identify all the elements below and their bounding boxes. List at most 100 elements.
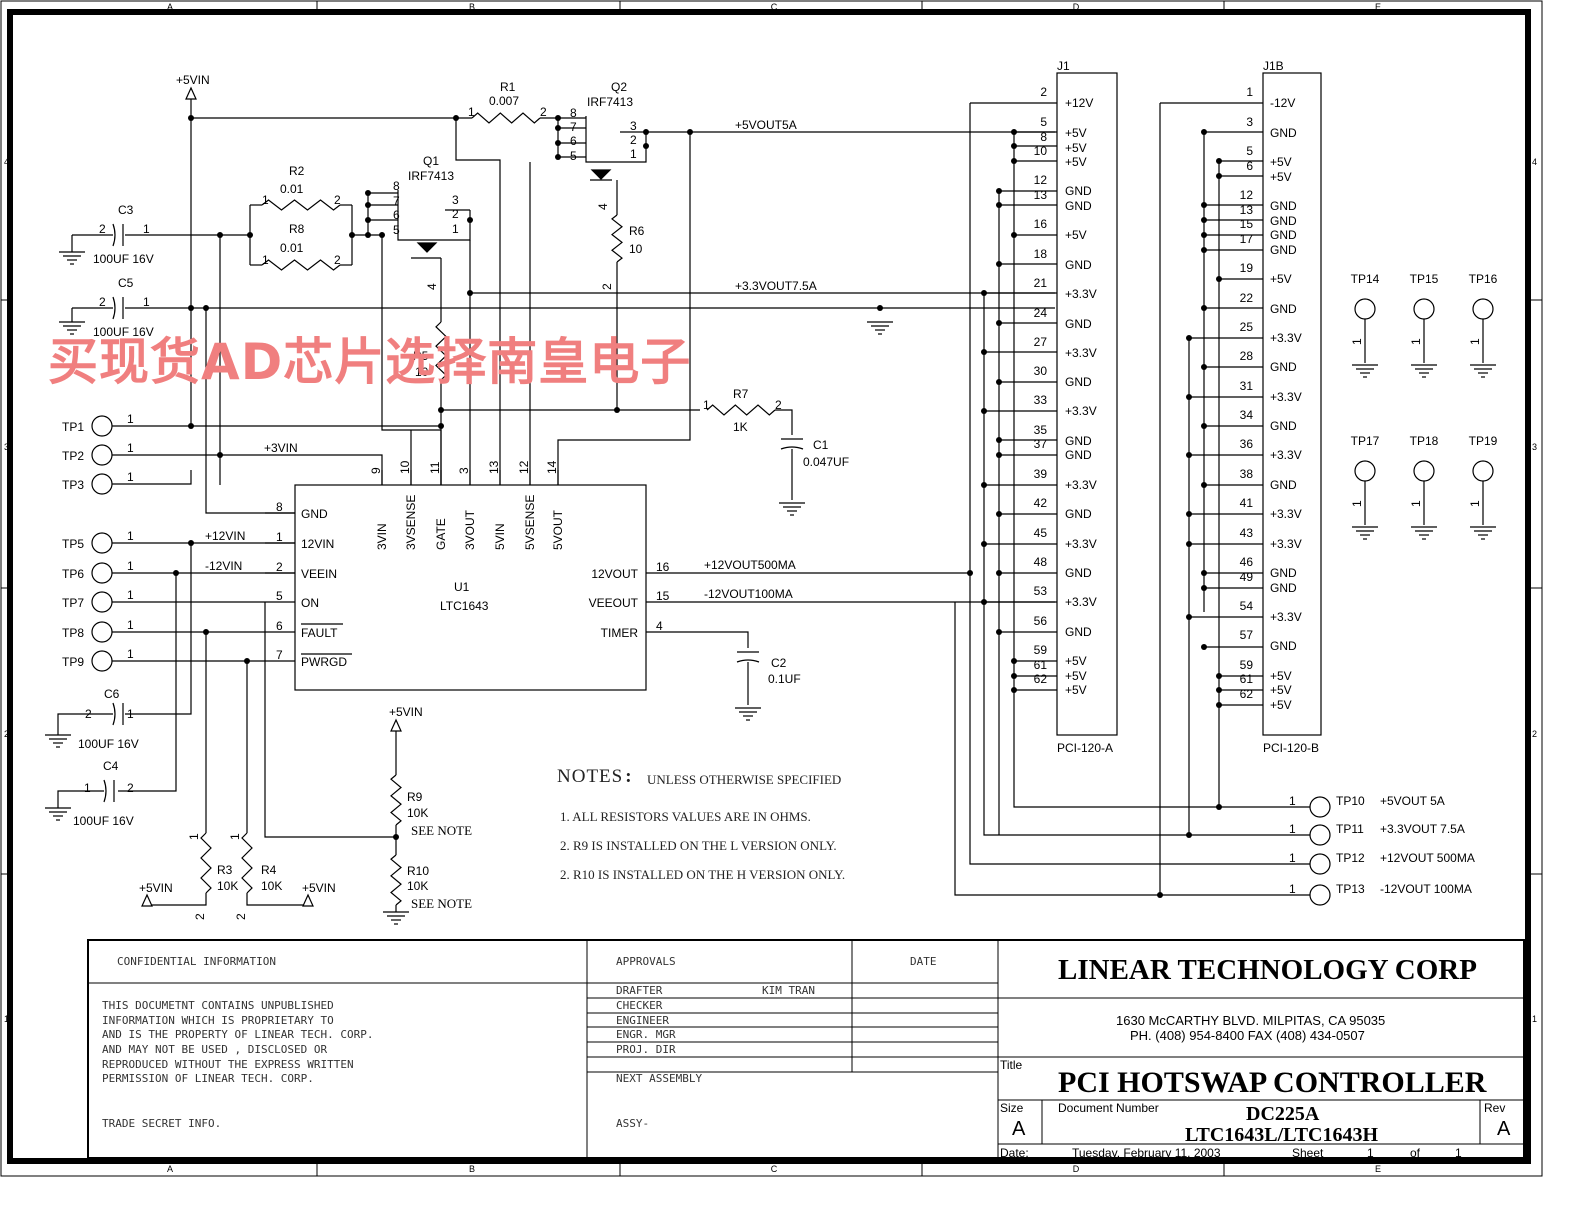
+5v-rail-j1 xyxy=(1013,132,1310,808)
pin-num: 1 xyxy=(1350,338,1364,345)
R1-ref: R1 xyxy=(500,80,516,94)
confidential-label: CONFIDENTIAL INFORMATION xyxy=(117,955,276,968)
R7-resistor xyxy=(706,404,776,416)
junction-dot xyxy=(1186,614,1192,620)
C3-val: 100UF 16V xyxy=(93,252,154,266)
pin-num: 8 xyxy=(1040,130,1047,144)
pin-num: 1 xyxy=(1350,500,1364,507)
pin-num: 2 xyxy=(775,398,782,412)
pin-num: 1 xyxy=(1289,882,1296,896)
date-label: DATE xyxy=(910,955,937,968)
testpoint-tp5 xyxy=(91,532,113,554)
U1-pin-name: VEEIN xyxy=(301,567,337,581)
pin-num: 3 xyxy=(452,193,459,207)
vin5-arrow-r4 xyxy=(302,893,314,907)
net-vin5: +5VIN xyxy=(389,705,423,719)
pin-num: 1 xyxy=(262,253,269,267)
J1B-pin-label: +5V xyxy=(1270,155,1292,169)
R3-ref: R3 xyxy=(217,863,233,877)
tp-label: TP8 xyxy=(62,626,84,640)
junction-dot xyxy=(996,511,1002,517)
C4-ref: C4 xyxy=(103,759,119,773)
conf-line-6: PERMISSION OF LINEAR TECH. CORP. xyxy=(102,1072,314,1085)
tp-label: TP5 xyxy=(62,537,84,551)
R8-resistor xyxy=(261,259,341,271)
drawing-title: PCI HOTSWAP CONTROLLER xyxy=(1058,1066,1487,1099)
pin-num: 8 xyxy=(570,106,577,120)
pin-num: 43 xyxy=(1240,526,1254,540)
J1-pin-label: GND xyxy=(1065,317,1092,331)
pin-num: 18 xyxy=(1034,247,1048,261)
pin-num: 27 xyxy=(1034,335,1048,349)
J1B-pin-label: +5V xyxy=(1270,698,1292,712)
J1B-pin-label: GND xyxy=(1270,639,1297,653)
C2-val: 0.1UF xyxy=(768,672,801,686)
junction-dot xyxy=(1216,673,1222,679)
company-phone: PH. (408) 954-8400 FAX (408) 434-0507 xyxy=(1130,1028,1365,1043)
col-letter: B xyxy=(469,1164,475,1174)
net-vin12n: -12VIN xyxy=(205,559,242,573)
pin-num: 48 xyxy=(1034,555,1048,569)
junction-dot xyxy=(1201,232,1207,238)
pin-num: 4 xyxy=(596,203,610,210)
inner-border xyxy=(7,9,1531,1164)
J1B-pin-label: +5V xyxy=(1270,683,1292,697)
tp-label: TP1 xyxy=(62,420,84,434)
testpoint-tp12 xyxy=(1309,853,1331,875)
pin-num: 2 xyxy=(127,781,134,795)
junction-dot xyxy=(614,407,620,413)
pin-num: 15 xyxy=(656,589,670,603)
row-number: 4 xyxy=(1532,157,1537,167)
pin-num: 12 xyxy=(517,460,531,474)
junction-dot xyxy=(1157,892,1163,898)
pin-num: 1 xyxy=(127,647,134,661)
sheets-value: 1 xyxy=(1455,1146,1462,1160)
C3-cap xyxy=(112,223,116,247)
J1B-pin-label: GND xyxy=(1270,228,1297,242)
junction-dot xyxy=(1216,276,1222,282)
net-vin5: +5VIN xyxy=(176,73,210,87)
C5-ref: C5 xyxy=(118,276,134,290)
pin-num: 6 xyxy=(570,134,577,148)
U1-pin-name: 12VOUT xyxy=(591,567,638,581)
junction-dot xyxy=(1216,804,1222,810)
pin-num: 1 xyxy=(127,559,134,573)
pin-num: 1 xyxy=(127,441,134,455)
junction-dot xyxy=(244,658,250,664)
R9-resistor xyxy=(390,774,402,826)
pin-num: 22 xyxy=(1240,291,1254,305)
approvals-label: APPROVALS xyxy=(616,955,676,968)
pin-num: 15 xyxy=(1240,217,1254,231)
tp-net-label: +12VOUT 500MA xyxy=(1380,851,1475,865)
testpoint-tp2 xyxy=(91,444,113,466)
R7-ref: R7 xyxy=(733,387,749,401)
pin-num: 5 xyxy=(393,223,400,237)
pin-num: 6 xyxy=(393,208,400,222)
J1-pin-label: +5V xyxy=(1065,669,1087,683)
tp-label: TP15 xyxy=(1410,272,1439,286)
C6-ref: C6 xyxy=(104,687,120,701)
col-letter: A xyxy=(167,1164,173,1174)
J1-pin-label: +5V xyxy=(1065,683,1087,697)
pin-num: 36 xyxy=(1240,437,1254,451)
junction-dot xyxy=(188,540,194,546)
timer-wire xyxy=(646,631,749,648)
J1-pin-label: +5V xyxy=(1065,126,1087,140)
pin-num: 1 xyxy=(1409,500,1423,507)
junction-dot xyxy=(1201,202,1207,208)
pin-num: 61 xyxy=(1240,672,1254,686)
testpoint-tp3 xyxy=(91,473,113,495)
junction-dot xyxy=(1201,305,1207,311)
net-out12n: -12VOUT100MA xyxy=(704,587,793,601)
pin-num: 45 xyxy=(1034,526,1048,540)
J1B-pin-label: GND xyxy=(1270,566,1297,580)
on-wire xyxy=(264,602,396,838)
Q2-diode xyxy=(590,169,612,180)
junction-dot xyxy=(996,188,1002,194)
J1-pin-label: +3.3V xyxy=(1065,346,1097,360)
junction-dot xyxy=(438,407,444,413)
pin-num: 1 xyxy=(127,529,134,543)
pin-num: 61 xyxy=(1034,658,1048,672)
U1-pin-name: 5VIN xyxy=(493,523,507,550)
